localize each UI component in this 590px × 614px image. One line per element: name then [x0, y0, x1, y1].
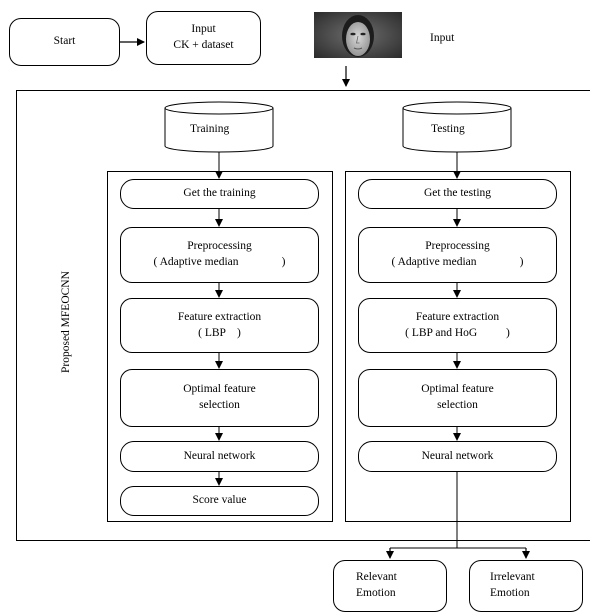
- train-step-1: Get the training: [183, 187, 256, 200]
- train-optimal-feature: Optimal feature selection: [120, 369, 319, 427]
- irrelevant-emotion-node: Irrelevant Emotion: [469, 560, 583, 612]
- training-panel: [107, 171, 333, 522]
- proposed-block: [16, 90, 590, 541]
- train-score-value: Score value: [120, 486, 319, 516]
- train-step-3-title: Feature extraction: [177, 310, 262, 323]
- train-step-2-detail: ( Adaptive median ): [153, 256, 286, 268]
- train-step-4-line1: Optimal feature: [183, 383, 256, 396]
- relevant-emotion-node: Relevant Emotion: [333, 560, 447, 612]
- train-preprocessing: Preprocessing ( Adaptive median ): [120, 227, 319, 283]
- proposed-label: Proposed MFEOCNN: [60, 271, 72, 373]
- relevant-line2: Emotion: [356, 587, 396, 599]
- test-feature-extraction: Feature extraction ( LBP and HoG ): [358, 298, 557, 353]
- test-step-3-title: Feature extraction: [415, 310, 500, 323]
- testing-db-label: Testing: [431, 123, 465, 135]
- test-step-3-detail: ( LBP and HoG ): [405, 326, 510, 339]
- test-step-5: Neural network: [421, 449, 494, 462]
- irrelevant-line2: Emotion: [490, 587, 530, 599]
- train-step-2-title: Preprocessing: [187, 240, 252, 253]
- training-db-label: Training: [190, 123, 230, 135]
- train-step-4-line2: selection: [199, 399, 240, 411]
- train-feature-extraction: Feature extraction ( LBP ): [120, 298, 319, 353]
- input-dataset-node: Input CK + dataset: [146, 11, 261, 65]
- input-dataset-line1: Input: [191, 23, 216, 36]
- train-get-training: Get the training: [120, 179, 319, 209]
- start-label: Start: [53, 35, 76, 48]
- test-neural-network: Neural network: [358, 441, 557, 472]
- train-neural-network: Neural network: [120, 441, 319, 472]
- test-step-4-line1: Optimal feature: [421, 383, 494, 396]
- test-get-testing: Get the testing: [358, 179, 557, 209]
- input-image-label: Input: [430, 32, 455, 44]
- test-step-2-title: Preprocessing: [425, 240, 490, 253]
- relevant-line1: Relevant: [356, 571, 397, 584]
- train-step-6: Score value: [192, 494, 247, 507]
- input-face-image: [314, 12, 402, 58]
- test-step-4-line2: selection: [437, 399, 478, 411]
- input-dataset-line2: CK + dataset: [173, 39, 234, 51]
- start-node: Start: [9, 18, 120, 66]
- test-step-2-detail: ( Adaptive median ): [391, 256, 524, 268]
- test-preprocessing: Preprocessing ( Adaptive median ): [358, 227, 557, 283]
- test-optimal-feature: Optimal feature selection: [358, 369, 557, 427]
- irrelevant-line1: Irrelevant: [490, 571, 535, 584]
- train-step-5: Neural network: [183, 449, 256, 462]
- test-step-1: Get the testing: [423, 187, 492, 200]
- train-step-3-detail: ( LBP ): [198, 326, 241, 339]
- testing-panel: [345, 171, 571, 522]
